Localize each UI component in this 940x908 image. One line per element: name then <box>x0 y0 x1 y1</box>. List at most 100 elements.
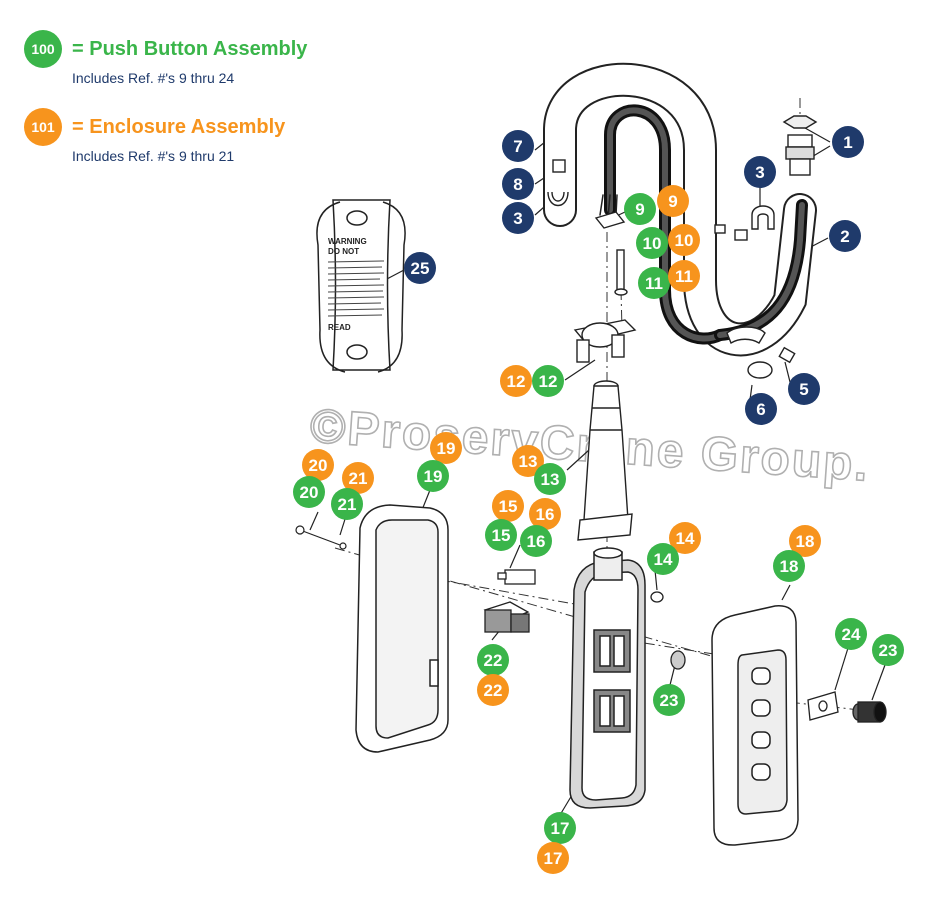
svg-text:7: 7 <box>513 137 522 156</box>
svg-text:21: 21 <box>349 469 368 488</box>
callout-21-orange[interactable]: 21 <box>342 462 374 494</box>
legend-subtitle: Includes Ref. #'s 9 thru 21 <box>72 148 235 164</box>
svg-text:6: 6 <box>756 400 765 419</box>
screw <box>295 525 347 550</box>
svg-text:3: 3 <box>513 209 522 228</box>
warning-label-footer: READ <box>328 323 351 332</box>
callout-5[interactable]: 5 <box>788 373 820 405</box>
strain-relief-fitting <box>782 115 818 176</box>
callout-7[interactable]: 7 <box>502 130 534 162</box>
svg-text:13: 13 <box>519 452 538 471</box>
callout-10-green[interactable]: 10 <box>636 227 668 259</box>
warning-label-decal: WARNING DO NOT READ <box>316 199 406 373</box>
callout-12-orange[interactable]: 12 <box>500 365 532 397</box>
callout-6[interactable]: 6 <box>745 393 777 425</box>
callout-13-green[interactable]: 13 <box>534 463 566 495</box>
callout-8[interactable]: 8 <box>502 168 534 200</box>
callout-9-orange[interactable]: 9 <box>657 185 689 217</box>
callout-12-green[interactable]: 12 <box>532 365 564 397</box>
grommet <box>650 591 664 603</box>
callouts: 1 2 3 3 5 6 7 8 25 9 9 10 10 11 11 12 12… <box>293 126 904 874</box>
callout-16-green[interactable]: 16 <box>520 525 552 557</box>
svg-text:17: 17 <box>544 849 563 868</box>
svg-text:12: 12 <box>539 372 558 391</box>
svg-text:17: 17 <box>551 819 570 838</box>
svg-text:1: 1 <box>843 133 852 152</box>
legend-badge-100: 100 <box>24 30 62 68</box>
rubber-boot <box>577 380 633 541</box>
svg-text:24: 24 <box>842 625 861 644</box>
push-button-cap <box>852 701 887 723</box>
svg-text:15: 15 <box>492 526 511 545</box>
callout-20-green[interactable]: 20 <box>293 476 325 508</box>
legend-push-button-assembly: 100 = Push Button Assembly Includes Ref.… <box>24 30 307 86</box>
legend-title: = Enclosure Assembly <box>72 115 286 138</box>
svg-text:16: 16 <box>536 505 555 524</box>
callout-11-green[interactable]: 11 <box>638 267 670 299</box>
warning-label-heading: WARNING <box>328 237 367 246</box>
main-housing <box>569 547 646 809</box>
svg-text:5: 5 <box>799 380 808 399</box>
callout-14-orange[interactable]: 14 <box>669 522 701 554</box>
switch-block <box>483 569 536 633</box>
svg-text:22: 22 <box>484 681 503 700</box>
svg-text:14: 14 <box>676 529 695 548</box>
svg-text:20: 20 <box>300 483 319 502</box>
svg-text:23: 23 <box>660 691 679 710</box>
svg-text:18: 18 <box>780 557 799 576</box>
callout-15-green[interactable]: 15 <box>485 519 517 551</box>
svg-text:18: 18 <box>796 532 815 551</box>
svg-text:11: 11 <box>645 274 663 293</box>
callout-17-green[interactable]: 17 <box>544 812 576 844</box>
callout-9-green[interactable]: 9 <box>624 193 656 225</box>
callout-24[interactable]: 24 <box>835 618 867 650</box>
svg-text:3: 3 <box>755 163 764 182</box>
callout-11-orange[interactable]: 11 <box>668 260 700 292</box>
front-cover <box>711 605 799 846</box>
callout-19-green[interactable]: 19 <box>417 460 449 492</box>
svg-text:22: 22 <box>484 651 503 670</box>
callout-17-orange[interactable]: 17 <box>537 842 569 874</box>
callout-25[interactable]: 25 <box>404 252 436 284</box>
svg-text:20: 20 <box>309 456 328 475</box>
callout-18-green[interactable]: 18 <box>773 550 805 582</box>
callout-16-orange[interactable]: 16 <box>529 498 561 530</box>
legend-subtitle: Includes Ref. #'s 9 thru 24 <box>72 70 235 86</box>
callout-22-green[interactable]: 22 <box>477 644 509 676</box>
callout-21-green[interactable]: 21 <box>331 488 363 520</box>
legend-enclosure-assembly: 101 = Enclosure Assembly Includes Ref. #… <box>24 108 285 164</box>
callout-2[interactable]: 2 <box>829 220 861 252</box>
svg-text:11: 11 <box>675 267 693 286</box>
callout-15-orange[interactable]: 15 <box>492 490 524 522</box>
svg-text:16: 16 <box>527 532 546 551</box>
svg-text:9: 9 <box>668 192 677 211</box>
svg-text:25: 25 <box>411 259 430 278</box>
callout-19-orange[interactable]: 19 <box>430 432 462 464</box>
callout-1[interactable]: 1 <box>832 126 864 158</box>
legend-badge-101: 101 <box>24 108 62 146</box>
callout-3[interactable]: 3 <box>744 156 776 188</box>
callout-14-green[interactable]: 14 <box>647 543 679 575</box>
svg-text:13: 13 <box>541 470 560 489</box>
callout-10-orange[interactable]: 10 <box>668 224 700 256</box>
svg-text:12: 12 <box>507 372 526 391</box>
svg-text:9: 9 <box>635 200 644 219</box>
callout-22-orange[interactable]: 22 <box>477 674 509 706</box>
legend-title: = Push Button Assembly <box>72 37 308 60</box>
callout-18-orange[interactable]: 18 <box>789 525 821 557</box>
saddle-clamp <box>573 319 637 363</box>
svg-text:2: 2 <box>840 227 849 246</box>
svg-text:19: 19 <box>424 467 443 486</box>
svg-text:19: 19 <box>437 439 456 458</box>
callout-3[interactable]: 3 <box>502 202 534 234</box>
svg-text:23: 23 <box>879 641 898 660</box>
svg-text:14: 14 <box>654 550 673 569</box>
callout-23[interactable]: 23 <box>872 634 904 666</box>
callout-23[interactable]: 23 <box>653 684 685 716</box>
svg-text:21: 21 <box>338 495 357 514</box>
svg-text:8: 8 <box>513 175 522 194</box>
callout-13-orange[interactable]: 13 <box>512 445 544 477</box>
callout-20-orange[interactable]: 20 <box>302 449 334 481</box>
mounting-plate <box>807 691 839 721</box>
